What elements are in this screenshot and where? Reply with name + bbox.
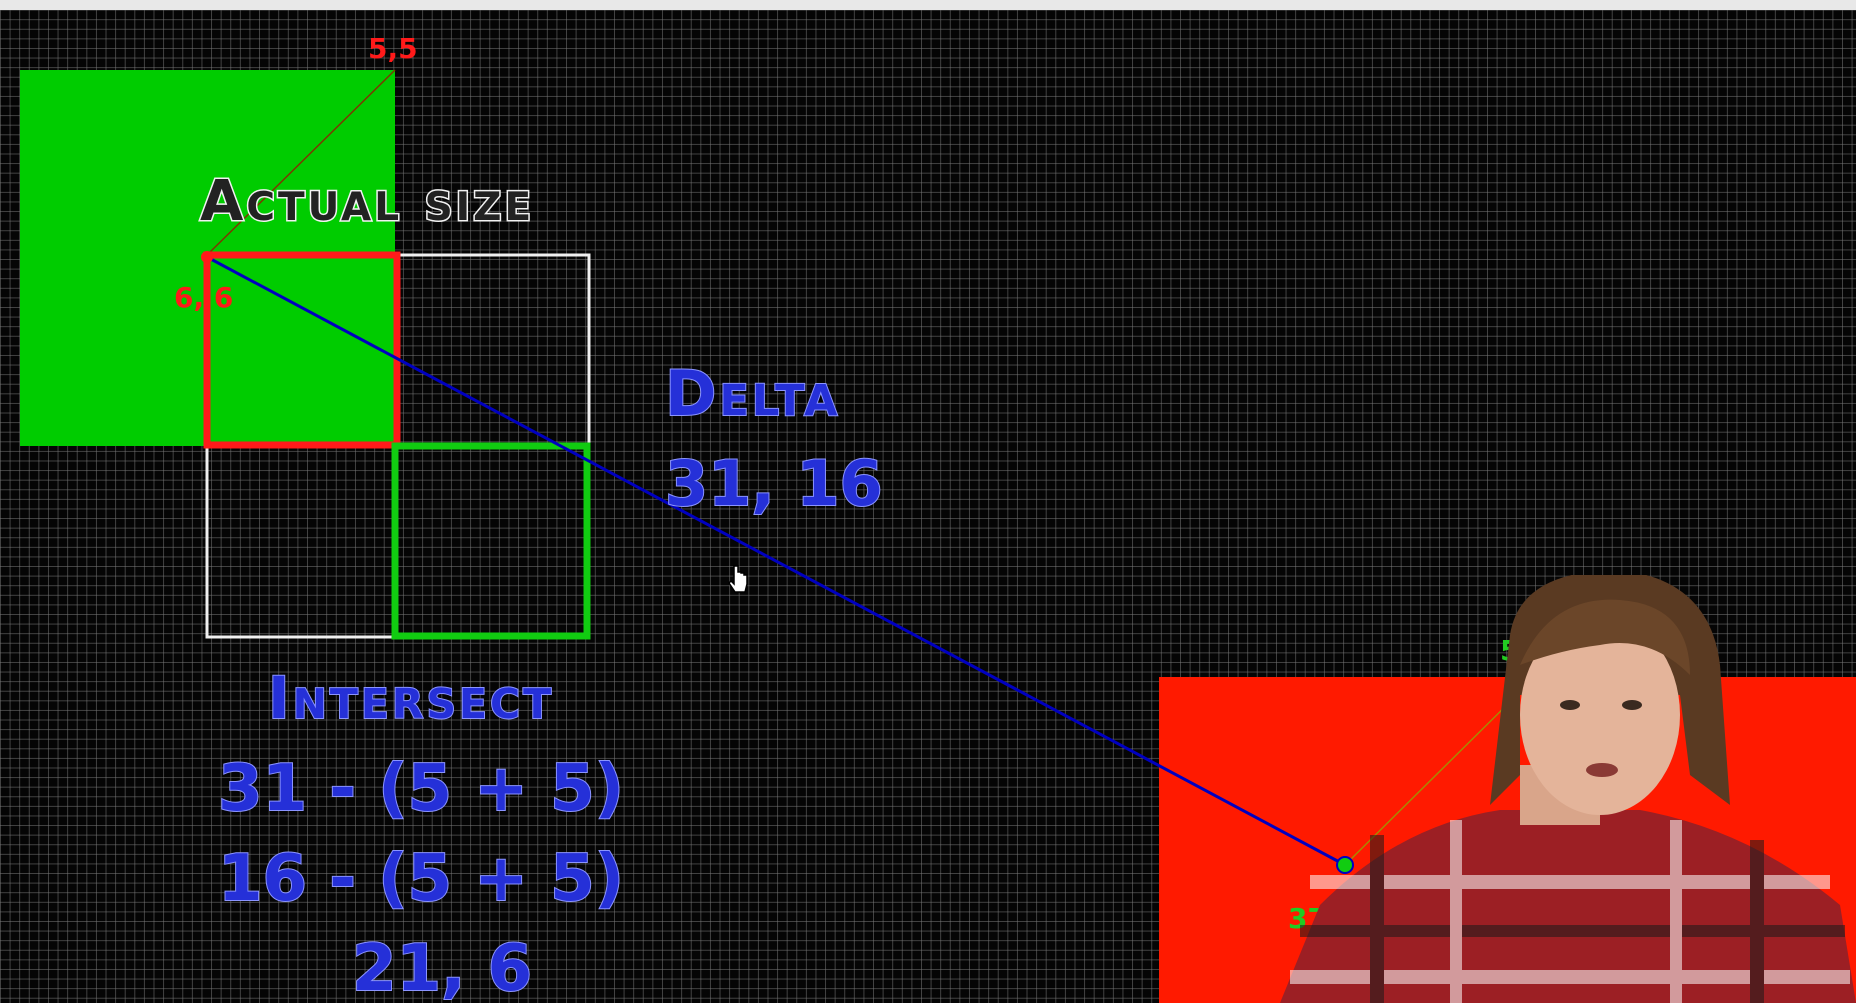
presenter-right-eye [1622,700,1642,710]
plaid-pattern [1290,820,1850,1003]
actual-size-title: Actual size [200,169,534,234]
intersect-title: Intersect [268,664,554,732]
green-square-diagonal [205,69,396,257]
corner-label-origin: 6, 6 [174,281,233,314]
red-outline-box [203,251,401,449]
intersect-result: 21, 6 [352,932,532,1003]
origin-point [201,251,213,263]
presenter-face [1520,615,1680,815]
intersect-line1: 31 - (5 + 5) [218,752,624,826]
intersect-line2: 16 - (5 + 5) [218,842,624,916]
presenter-left-eye [1560,700,1580,710]
target-point [1336,856,1354,874]
hand-cursor-icon [728,565,748,593]
delta-line [206,255,1346,867]
presenter-fringe [1520,599,1690,675]
delta-title: Delta [665,357,840,430]
corner-label-top: 5,5 [368,32,418,65]
window-top-edge [0,0,1856,10]
green-outline-box [391,442,591,640]
delta-value: 31, 16 [665,447,883,520]
presenter-shirt [1280,810,1856,1003]
presenter-webcam-overlay [1280,575,1856,1003]
presenter-mouth [1586,763,1618,777]
